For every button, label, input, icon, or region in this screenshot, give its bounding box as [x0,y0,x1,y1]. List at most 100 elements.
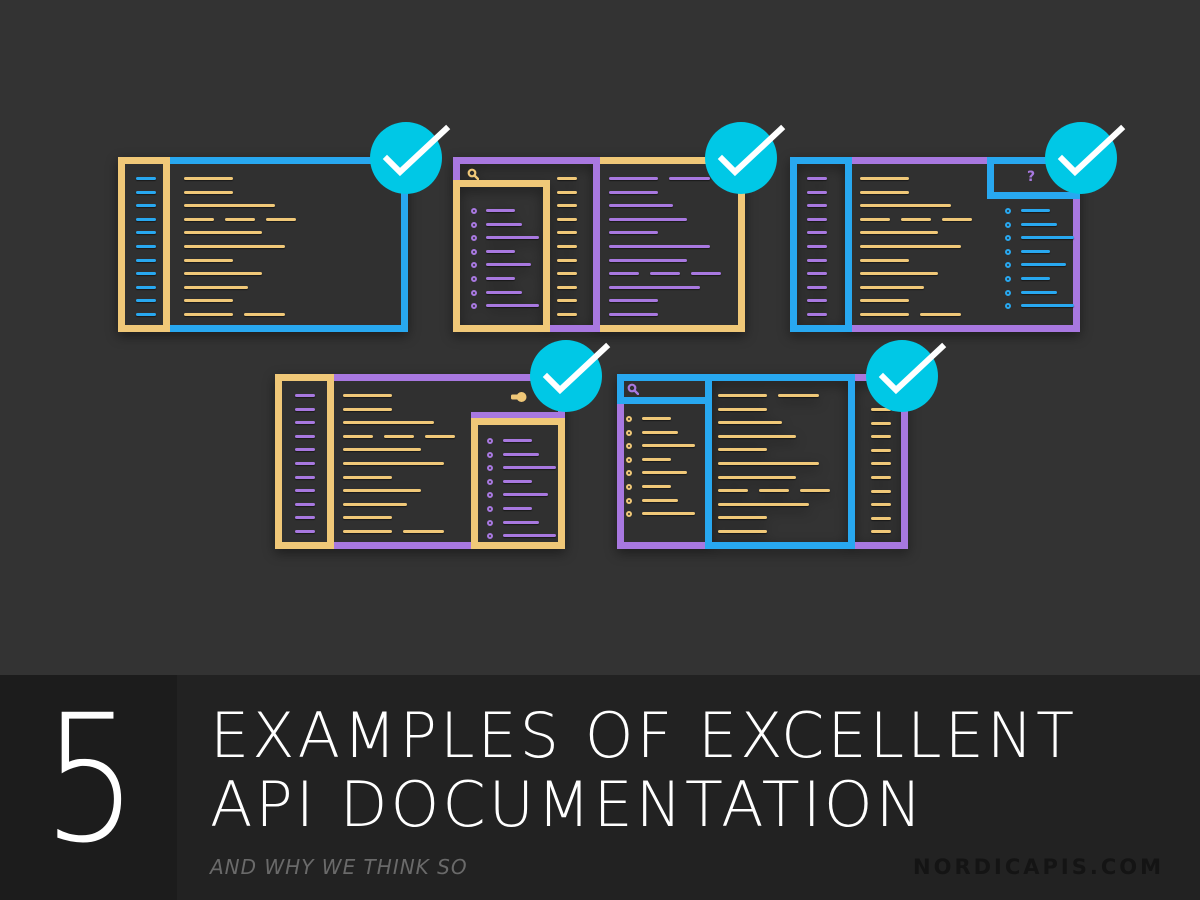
bullet-icon [487,533,493,539]
text-line [759,489,789,492]
text-line [184,204,275,207]
text-line [295,516,315,519]
list-item-line [503,507,532,510]
list-item-line [486,304,539,307]
text-line [343,408,392,411]
text-line [807,177,827,180]
text-line [609,218,687,221]
bullet-icon [471,249,477,255]
text-line [718,435,796,438]
help-question-icon: ? [1027,169,1036,185]
frame-box [790,157,852,332]
text-line [609,231,658,234]
text-line [184,177,233,180]
text-line [807,299,827,302]
text-line [860,286,924,289]
bullet-icon [626,430,632,436]
bullet-icon [1005,249,1011,255]
text-line [557,245,577,248]
frame-box [705,374,855,549]
checkmark-badge-icon [705,122,786,194]
text-line [609,177,658,180]
text-line [609,272,639,275]
list-item-line [1021,304,1074,307]
list-item-line [1021,291,1057,294]
list-item-line [1021,250,1050,253]
text-line [807,231,827,234]
list-item-line [503,453,539,456]
text-line [557,313,577,316]
list-item-line [642,417,671,420]
checkmark-badge-icon [530,340,611,412]
list-item-line [486,223,522,226]
list-item-line [486,209,515,212]
list-item-line [642,431,678,434]
text-line [557,259,577,262]
text-line [184,245,285,248]
text-line [718,462,819,465]
text-line [860,191,909,194]
text-line [942,218,972,221]
bullet-icon [1005,290,1011,296]
text-line [718,530,767,533]
list-item-line [1021,263,1066,266]
text-line [184,272,262,275]
text-line [295,394,315,397]
list-item-line [503,439,532,442]
checkmark-badge-icon [370,122,451,194]
bullet-icon [471,303,477,309]
text-line [184,286,248,289]
list-item-line [503,493,548,496]
text-line [557,218,577,221]
text-line [136,299,156,302]
list-item-line [642,458,671,461]
text-line [184,259,233,262]
text-line [295,462,315,465]
bullet-icon [471,208,477,214]
text-line [136,286,156,289]
text-line [669,177,710,180]
text-line [343,435,373,438]
frame-box [471,418,565,549]
text-line [557,204,577,207]
text-line [807,272,827,275]
text-line [860,272,938,275]
text-line [557,191,577,194]
text-line [807,313,827,316]
text-line [800,489,830,492]
text-line [384,435,414,438]
text-line [184,218,214,221]
bullet-icon [626,443,632,449]
bullet-icon [626,511,632,517]
list-item-line [642,471,687,474]
doc-wireframe-3: ? [790,157,1080,332]
text-line [295,476,315,479]
bullet-icon [487,452,493,458]
text-line [718,448,767,451]
list-item-line [503,466,556,469]
list-item-line [486,263,531,266]
doc-wireframe-5 [617,374,908,549]
text-line [425,435,455,438]
list-item-line [486,277,515,280]
list-count: 5 [42,677,138,882]
text-line [295,435,315,438]
list-item-line [1021,236,1074,239]
text-line [266,218,296,221]
bullet-icon [1005,235,1011,241]
key-icon [511,390,527,408]
title-line-1: EXAMPLES OF EXCELLENT [210,699,1078,772]
text-line [860,204,951,207]
text-line [718,394,767,397]
text-line [807,259,827,262]
bullet-icon [487,506,493,512]
text-line [136,313,156,316]
text-line [343,516,392,519]
text-line [295,530,315,533]
list-item-line [642,444,695,447]
doc-wireframe-4 [275,374,565,549]
text-line [650,272,680,275]
doc-wireframe-1 [118,157,408,332]
text-line [718,408,767,411]
title-line-2: API DOCUMENTATION [210,768,926,841]
